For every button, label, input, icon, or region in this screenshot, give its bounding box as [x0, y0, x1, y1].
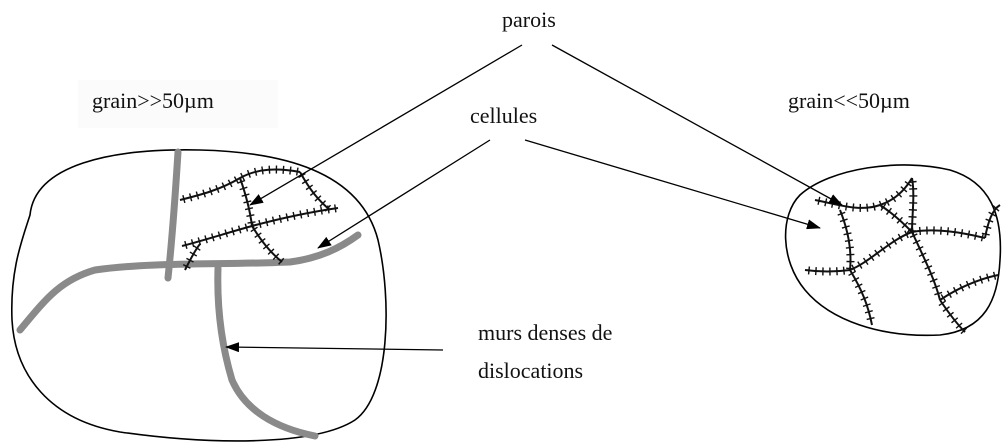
cell-wall-tick [846, 247, 854, 248]
grain-large-label: grain>>50µm [92, 87, 214, 115]
cell-wall-tick [283, 166, 284, 174]
grain-small-label: grain<<50µm [788, 87, 910, 115]
cell-wall-tick [809, 267, 810, 275]
cell-wall-tick [983, 226, 991, 228]
cell-wall-tick [994, 272, 996, 280]
cell-wall-tick [844, 233, 852, 235]
murs-denses-label-line2: dislocations [478, 357, 583, 385]
cell-wall-tick [867, 318, 875, 320]
cell-wall-tick [321, 207, 322, 215]
cell-wall-tick [307, 209, 309, 217]
cell-wall-tick [293, 212, 295, 220]
cell-wall-tick [825, 198, 827, 206]
cell-wall-tick [273, 217, 275, 225]
cell-wall-tick [846, 203, 847, 211]
cell-wall-tick [266, 218, 268, 226]
cell-wall-tick [279, 215, 281, 223]
cell-wall-tick [941, 227, 942, 235]
cell-wall-tick [948, 227, 949, 235]
cell-wall-tick [909, 181, 917, 182]
cell-wall-tick [314, 208, 315, 216]
cell-wall-tick [190, 193, 192, 201]
cell-wall-tick [845, 240, 853, 241]
cell-wall-tick [243, 201, 251, 203]
cell-wall-tick [968, 231, 970, 239]
cell-wall-tick [844, 267, 845, 275]
cell-wall-tick [255, 168, 257, 176]
dense-dislocation-walls [20, 152, 358, 436]
parois-arrow-right [552, 45, 842, 205]
murs-denses-label-line1: murs denses de [478, 319, 612, 347]
cell-wall-tick [335, 204, 336, 212]
cell-wall-tick [920, 227, 921, 235]
cell-wall-tick [816, 267, 817, 275]
cell-wall-tick [975, 232, 977, 240]
cell-wall-tick [832, 200, 834, 208]
cell-wall-tick [297, 168, 298, 176]
cell-wall-tick [818, 197, 820, 205]
cell-wall-tick [290, 167, 291, 175]
cell-wall-tick [300, 211, 302, 219]
cellules-arrow-right [525, 140, 820, 228]
cell-wall-tick [873, 203, 875, 211]
cell-wall-tick [286, 213, 288, 221]
small-grain-outline [786, 165, 1001, 335]
murs-denses-arrow [226, 347, 443, 350]
parois-label: parois [502, 6, 556, 34]
large-grain-outline [12, 150, 386, 441]
cellules-label: cellules [470, 102, 537, 130]
cell-wall-tick [839, 201, 841, 209]
cell-wall-tick [246, 215, 254, 216]
cell-wall-ticks-large [183, 166, 336, 269]
cell-wall-tick [954, 228, 955, 236]
cell-wall-tick [853, 204, 854, 212]
cell-wall-tick [183, 195, 185, 203]
cell-wall-tick [262, 166, 263, 174]
cell-wall-tick [259, 220, 261, 228]
cellules-arrow-left [318, 140, 490, 248]
cell-wall-tick [981, 233, 983, 241]
cell-wall-tick [245, 208, 253, 210]
cell-wall-tick [961, 229, 962, 237]
cell-wall-tick [867, 204, 868, 212]
